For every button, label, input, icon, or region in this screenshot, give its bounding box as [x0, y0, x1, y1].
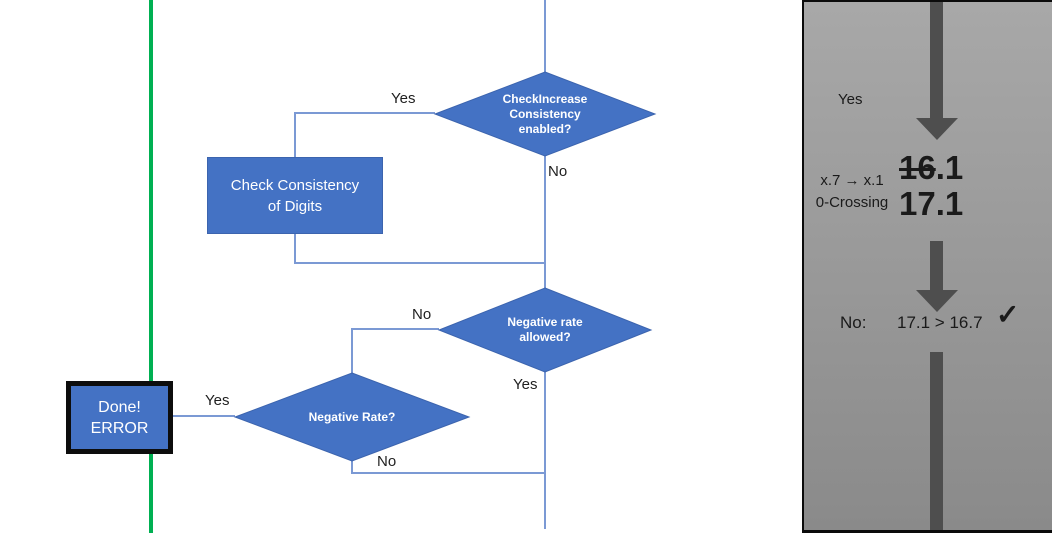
decision-line: enabled?	[518, 121, 572, 136]
label-bottom-no: No	[377, 453, 397, 470]
down-arrow-shaft-2	[930, 241, 943, 290]
connector-bottom-no-horizontal	[351, 472, 546, 474]
process-check-consistency-box: Check Consistency of Digits	[207, 157, 383, 234]
decision-line: Negative Rate?	[308, 409, 396, 424]
checkmark-icon: ✓	[996, 299, 1020, 330]
old-value: 16.1	[899, 149, 963, 186]
decision-line: Negative rate	[507, 315, 583, 329]
rule-line-2: 0-Crossing	[815, 194, 889, 211]
done-line: Done!	[98, 398, 141, 416]
label-mid-yes: Yes	[513, 376, 538, 393]
diamond-shape-icon	[437, 287, 653, 373]
result-comparison: 17.1 > 16.7	[897, 313, 983, 332]
old-value-rest: .1	[935, 149, 964, 186]
connector-top-yes-vertical	[294, 112, 296, 158]
diamond-shape-icon	[433, 71, 657, 157]
process-line: Check Consistency	[230, 176, 360, 194]
connector-main-vertical	[544, 0, 546, 529]
connector-process-out-vertical	[294, 234, 296, 264]
connector-mid-no-vertical	[351, 328, 353, 374]
new-value: 17.1	[899, 185, 964, 222]
connector-process-out-horizontal	[294, 262, 546, 264]
connector-top-yes-horizontal	[294, 112, 435, 114]
down-arrow-shaft-1	[930, 2, 943, 118]
decision-negative-rate-text: Negative Rate?	[233, 372, 471, 462]
label-mid-no: No	[412, 306, 432, 323]
panel-yes-label: Yes	[838, 91, 863, 108]
down-arrow-head-icon	[916, 118, 958, 140]
decision-check-increase-text: CheckIncrease Consistency enabled?	[433, 71, 657, 157]
label-top-yes: Yes	[391, 90, 416, 107]
done-error-box: Done! ERROR	[66, 381, 173, 454]
decision-negative-rate-allowed: Negative rate allowed?	[437, 287, 653, 373]
green-boundary-line	[149, 0, 153, 533]
decision-line: allowed?	[519, 330, 571, 344]
connector-mid-no-horizontal	[351, 328, 439, 330]
decision-line: Consistency	[509, 106, 581, 121]
label-bottom-yes: Yes	[205, 392, 230, 409]
decision-line: CheckIncrease	[502, 91, 588, 106]
old-value-struck: 16	[899, 149, 936, 186]
crossing-values: 16.1 17.1	[899, 150, 963, 222]
process-line: of Digits	[267, 197, 323, 215]
done-line: ERROR	[90, 419, 149, 437]
rule-line-1: x.7 → x.1	[820, 172, 884, 189]
down-arrow-shaft-3	[930, 352, 943, 530]
decision-negative-allowed-text: Negative rate allowed?	[437, 287, 653, 373]
label-top-no: No	[548, 163, 568, 180]
decision-negative-rate: Negative Rate?	[233, 372, 471, 462]
decision-check-increase-consistency: CheckIncrease Consistency enabled?	[433, 71, 657, 157]
diamond-shape-icon	[233, 372, 471, 462]
rule-label: x.7 → x.1 0-Crossing	[806, 170, 898, 214]
connector-bottom-no-vertical	[351, 460, 353, 474]
result-label: No:	[840, 313, 867, 332]
down-arrow-head-icon	[916, 290, 958, 312]
example-side-panel: Yes x.7 → x.1 0-Crossing 16.1 17.1 No: 1…	[802, 0, 1052, 533]
connector-bottom-yes-horizontal	[171, 415, 235, 417]
